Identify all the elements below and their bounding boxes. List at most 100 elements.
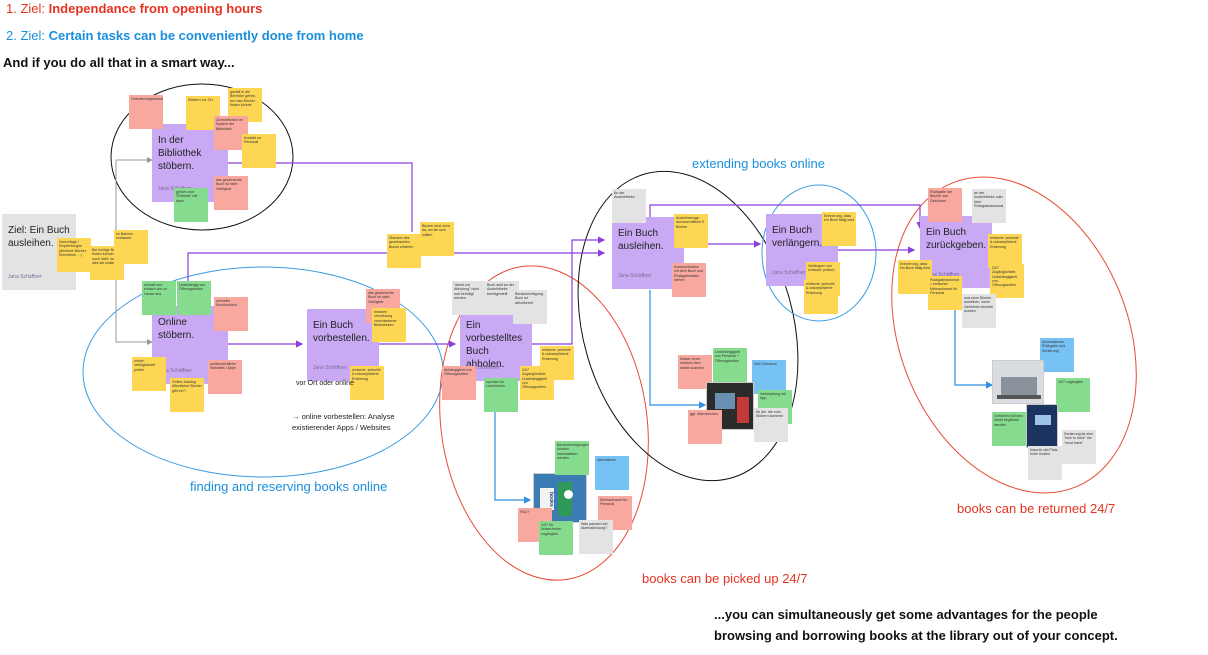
sticky-note: Kommunikation mit dem Buch und Rückgabed… (672, 263, 706, 297)
sticky-note: Unabhängig von Öffnungszeiten (177, 281, 211, 315)
checkout-red-panel (737, 397, 749, 423)
sticky-note: Kontakt zu Personal (242, 134, 276, 168)
caption-extending: extending books online (692, 156, 825, 171)
self-checkout-photo (706, 382, 754, 430)
goal-1-prefix: 1. Ziel: (6, 1, 49, 16)
sticky-note: 24/7 Zugänglichkeit: Unabhängigkeit von … (990, 264, 1024, 298)
sticky-note: Benachrichtigungen können automatisiert … (555, 441, 589, 475)
sticky-note: An der Ausleihtheke (612, 189, 646, 223)
caption-returned: books can be returned 24/7 (957, 501, 1116, 516)
locker-green-panel (558, 482, 572, 516)
sticky-note: Alternativen (595, 456, 629, 490)
goal-1: 1. Ziel: Independance from opening hours (6, 1, 262, 16)
reserve-note-line3: existierender Apps / Websites (292, 423, 391, 432)
sticky-note: Vorschläge / Empfehlungen (ähnliche Büch… (57, 238, 91, 272)
sticky-note: das gewünschte Buch ist nicht Verfügbar (214, 176, 248, 210)
checkout-screen (715, 393, 735, 409)
intro-text: And if you do all that in a smart way... (3, 55, 235, 70)
sticky-note: Was passiert bei Alarmabholung? (579, 520, 613, 554)
sticky-note: Stöbern vor Ort (186, 96, 220, 130)
sticky-note: 24/7 für Nutzer/innen zugänglich (539, 521, 573, 555)
card-start-label: Ziel: Ein Buch ausleihen. (8, 225, 70, 249)
ellipse-extend (761, 184, 877, 322)
reserve-note-line2: → online vorbestellen: Analyse (292, 412, 395, 421)
card-extend-author: Jana Schäffner (772, 270, 806, 276)
arrow-pickup-to-borrow (532, 236, 606, 345)
sticky-note: "damit zur Abholung" nicht mal benötigt … (452, 281, 486, 315)
machine-body (1001, 377, 1037, 395)
card-browse-online-author: Jana Schäffner (158, 368, 192, 374)
return-machine-photo-1 (992, 360, 1044, 404)
sticky-note: und neue Bücher ausleihen, wenn Gebühren… (962, 294, 996, 328)
sticky-note: einfache, schnelle & unkomplizierte Erfa… (804, 280, 838, 314)
sticky-note: einfache, schnelle & unkomplizierte Erfa… (988, 234, 1022, 268)
sticky-note: Erinnerung, dass ein Buch fällig wird (822, 212, 856, 246)
card-borrow-author: Jana Schäffner (618, 273, 652, 279)
sticky-note: Automatische Rückgabe und Sortierung (1040, 338, 1074, 372)
card-start: Ziel: Ein Buch ausleihen. Jana Schäffner (2, 214, 76, 290)
card-extend-label: Ein Buch verlängern. (772, 225, 823, 249)
sticky-note: schnell und einfach von zu Hause aus (142, 281, 176, 315)
goal-2: 2. Ziel: Certain tasks can be convenient… (6, 28, 364, 43)
card-pickup-author: Jana Schäffner (466, 365, 500, 371)
sticky-note: gehört zum "Erlebnis" mit dazu (174, 188, 208, 222)
sticky-note: spontan für Leser/innen (484, 378, 518, 412)
sticky-note: Gebühren können direkt beglichen werden (992, 412, 1026, 446)
sticky-note: bessere Vernetzung verschiedener Bibliot… (372, 308, 406, 342)
sticky-note: unübersichtliche Websites / Apps (208, 360, 242, 394)
card-browse-library-label: In der Bibliothek stöbern. (158, 135, 202, 172)
sticky-note: online Verfügbarkeit prüfen (132, 357, 166, 391)
card-borrow-label: Ein Buch ausleihen. (618, 228, 664, 252)
caption-picked-up: books can be picked up 24/7 (642, 571, 808, 586)
sticky-note: Abhängigkeit von Öffnungszeiten (442, 366, 476, 400)
sticky-note: Sortierung ist eher "nice to have" als "… (1062, 430, 1096, 464)
ellipse-returned (891, 176, 1137, 494)
sticky-note: im Bahnen verlassen (114, 230, 148, 264)
sticky-note: Standort des gewünschten Buchs erfahren (387, 234, 421, 268)
goal-2-text: Certain tasks can be conveniently done f… (48, 28, 364, 43)
sticky-note: 24/7 Zugänglichkeit: Unabhängigkeit von … (520, 366, 554, 400)
sticky-note: braucht viel Platz, hohe Kosten (1028, 446, 1062, 480)
reserve-note-line1: vor Ort oder online (296, 380, 354, 387)
card-return-author: Jana Schäffner (926, 272, 960, 278)
ellipse-browse-library (110, 83, 294, 231)
return-machine-photo-2 (1026, 404, 1058, 448)
arrow-library-to-borrow (228, 162, 413, 232)
goal-2-prefix: 2. Ziel: (6, 28, 49, 43)
sticky-note: Self-Checkout (752, 360, 786, 394)
arrow-online-to-top (187, 249, 606, 290)
conclusion-line-1: ...you can simultaneously get some advan… (714, 607, 1098, 622)
machine-screen (1035, 415, 1051, 425)
sticky-note: Ausleihmenge: durchschnittlich 5 Bücher (674, 214, 708, 248)
ellipse-borrow (577, 170, 799, 482)
sticky-note: Bücher sind nicht da, wo sie sein sollte… (420, 222, 454, 256)
sticky-note: für die, die zum Stöbern kommen (754, 408, 788, 442)
sticky-note: Erinnerung, dass ein Buch fällig wird (898, 260, 932, 294)
sticky-note: Orientierungsschwierigkeiten (129, 95, 163, 129)
sticky-note: Rückgabe der Bücher von Gebühren (928, 188, 962, 222)
card-browse-online-label: Online stöbern. (158, 317, 195, 341)
sticky-note: 24/7 zugänglich (1056, 378, 1090, 412)
connector-start-online (115, 252, 153, 345)
card-return-label: Ein Buch zurückgeben. (926, 227, 987, 251)
arrow-return-detail (954, 290, 994, 389)
ellipse-picked-up (439, 265, 649, 581)
card-pickup-label: Ein vorbestelltes Buch abholen. (466, 320, 523, 370)
locker-seal (564, 490, 573, 499)
sticky-note: Unabhängigkeit von Personal + Öffnungsze… (713, 348, 747, 382)
sticky-note: Online-Katalog öffentlicher Bücher gibt … (170, 378, 204, 412)
arrow-pickup-detail (494, 402, 532, 504)
arrow-borrow-detail (649, 290, 707, 409)
sticky-note: an der Ausleihtheke oder über Rückgabeau… (972, 189, 1006, 223)
machine-belt (997, 395, 1041, 399)
card-reserve-author: Jana Schäffner (313, 365, 347, 371)
caption-finding: finding and reserving books online (190, 479, 388, 494)
sticky-note: ggf. Warnzeichen (688, 410, 722, 444)
books-icon: books (540, 488, 554, 510)
sticky-note: schneller Suchfunktion (214, 297, 248, 331)
sticky-note: einfache, schnelle & unkomplizierte Erfa… (350, 366, 384, 400)
card-start-author: Jana Schäffner (8, 274, 42, 280)
sticky-note: Rückgabeautomat = einfacher Mehraufwand … (928, 276, 962, 310)
goal-1-text: Independance from opening hours (48, 1, 263, 16)
conclusion-line-2: browsing and borrowing books at the libr… (714, 628, 1118, 643)
